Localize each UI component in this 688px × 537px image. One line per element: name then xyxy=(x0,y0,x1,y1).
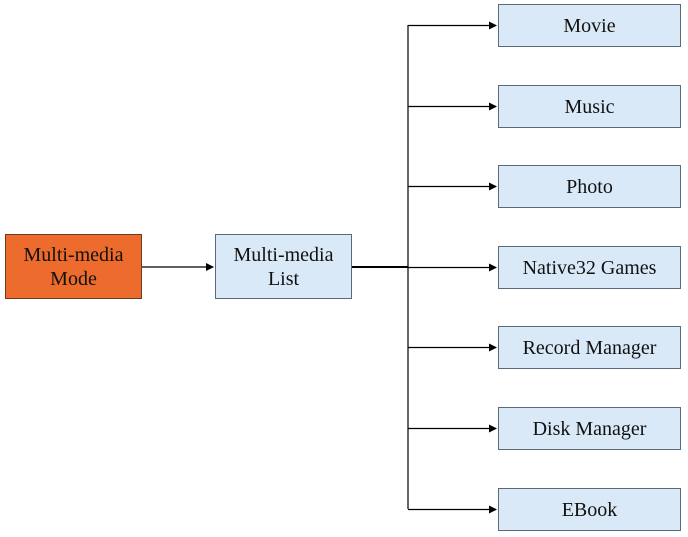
photo-node: Photo xyxy=(498,165,681,208)
multimedia-list-node: Multi-media List xyxy=(215,234,352,299)
ebook-node: EBook xyxy=(498,488,681,531)
multimedia-mode-label-line2: Mode xyxy=(50,267,97,290)
record-manager-node: Record Manager xyxy=(498,326,681,369)
disk-manager-label: Disk Manager xyxy=(532,417,647,440)
native32-games-node: Native32 Games xyxy=(498,246,681,289)
movie-label: Movie xyxy=(563,14,616,37)
multimedia-list-label-line2: List xyxy=(267,267,300,290)
native32-games-label: Native32 Games xyxy=(522,256,657,279)
music-label: Music xyxy=(564,95,615,118)
multimedia-list-label-line1: Multi-media xyxy=(233,243,334,266)
record-manager-label: Record Manager xyxy=(522,336,657,359)
multimedia-mode-label-line1: Multi-media xyxy=(23,243,124,266)
ebook-label: EBook xyxy=(561,498,618,521)
branch-arrows xyxy=(408,21,497,514)
music-node: Music xyxy=(498,85,681,128)
disk-manager-node: Disk Manager xyxy=(498,407,681,450)
photo-label: Photo xyxy=(566,175,613,198)
multimedia-mode-node: Multi-media Mode xyxy=(5,234,142,299)
movie-node: Movie xyxy=(498,4,681,47)
